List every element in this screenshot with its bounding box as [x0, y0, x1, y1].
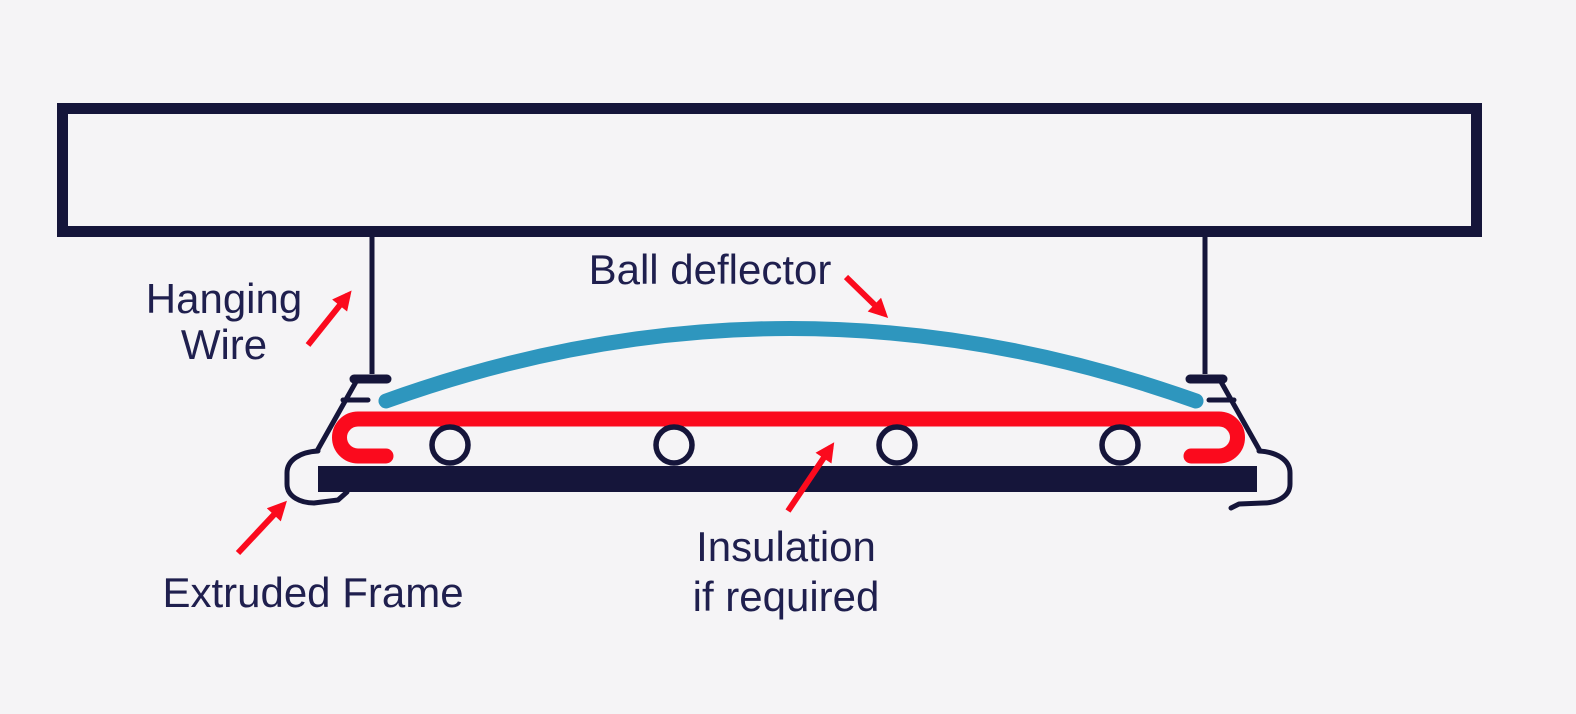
extruded-frame-hook-left	[284, 448, 350, 506]
panel-hole	[876, 424, 918, 466]
panel-hole	[653, 424, 695, 466]
ball-deflector-label: Ball deflector	[588, 246, 832, 293]
hanging-wire-label-line1: Hanging	[145, 275, 303, 322]
insulation-channel	[332, 411, 1245, 464]
insulation-label-line1: Insulation	[696, 523, 876, 570]
wire-bracket-left	[314, 374, 392, 454]
ball-deflector-arc	[378, 321, 1204, 409]
extruded-frame-label: Extruded Frame	[162, 569, 464, 616]
panel-hole	[429, 424, 471, 466]
panel-hole	[1099, 424, 1141, 466]
hanging-wire-arrow	[305, 290, 352, 347]
wire-bracket-right	[1185, 374, 1263, 454]
insulation-label: Insulation if required	[586, 522, 986, 622]
hanging-wire-label: Hanging Wire	[74, 276, 374, 368]
insulation-label-line2: if required	[692, 573, 880, 620]
hanging-wire-label-line2: Wire	[180, 321, 268, 368]
insulation-arrow	[785, 442, 835, 513]
extruded-frame-hook-right	[1228, 448, 1293, 511]
extruded-frame-arrow	[235, 500, 287, 556]
panel-bar	[318, 466, 1257, 492]
ball-deflector-arrow	[843, 274, 889, 319]
ceiling-slab-hatched	[57, 103, 1482, 237]
